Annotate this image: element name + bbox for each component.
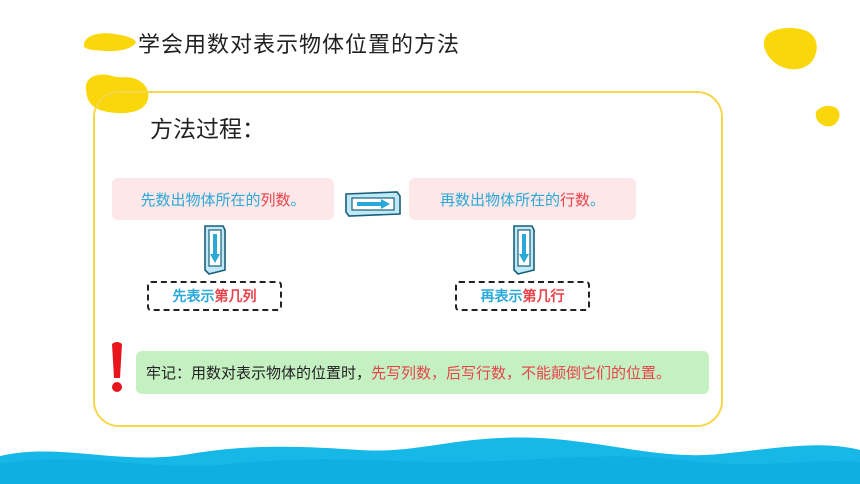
memo-highlight: 先写列数，后写行数，不能颠倒它们的位置。 bbox=[371, 364, 672, 382]
result-one-box: 先表示第几列 bbox=[147, 281, 282, 311]
down-arrow-icon bbox=[204, 225, 226, 275]
result-one-highlight: 第几列 bbox=[214, 289, 257, 305]
yellow-blob-right-icon bbox=[763, 28, 817, 70]
step-two-text: 再数出物体所在的 bbox=[439, 190, 560, 209]
step-two-highlight: 行数 bbox=[559, 190, 590, 209]
exclamation-icon bbox=[112, 342, 122, 392]
step-two-box: 再数出物体所在的行数。 bbox=[409, 178, 636, 220]
result-one-text: 先表示 bbox=[172, 289, 215, 305]
result-two-text: 再表示 bbox=[480, 289, 523, 305]
step-two-end: 。 bbox=[590, 190, 606, 209]
memo-box: 牢记：用数对表示物体的位置时，先写列数，后写行数，不能颠倒它们的位置。 bbox=[136, 351, 709, 394]
step-one-highlight: 列数 bbox=[260, 190, 291, 209]
page-title: 学会用数对表示物体位置的方法 bbox=[138, 33, 461, 58]
down-arrow-icon bbox=[513, 225, 535, 275]
right-arrow-icon bbox=[345, 191, 401, 217]
wave-footer bbox=[0, 437, 860, 484]
step-one-text: 先数出物体所在的 bbox=[140, 190, 261, 209]
step-one-box: 先数出物体所在的列数。 bbox=[112, 178, 334, 220]
result-two-box: 再表示第几行 bbox=[455, 281, 590, 311]
section-heading: 方法过程： bbox=[150, 117, 265, 143]
result-two-highlight: 第几行 bbox=[522, 289, 565, 305]
memo-prefix: 牢记：用数对表示物体的位置时， bbox=[146, 364, 372, 382]
step-one-end: 。 bbox=[290, 190, 306, 209]
content-panel bbox=[93, 91, 723, 427]
yellow-blob-small-icon bbox=[815, 105, 840, 127]
yellow-blob-title-icon bbox=[83, 33, 136, 52]
